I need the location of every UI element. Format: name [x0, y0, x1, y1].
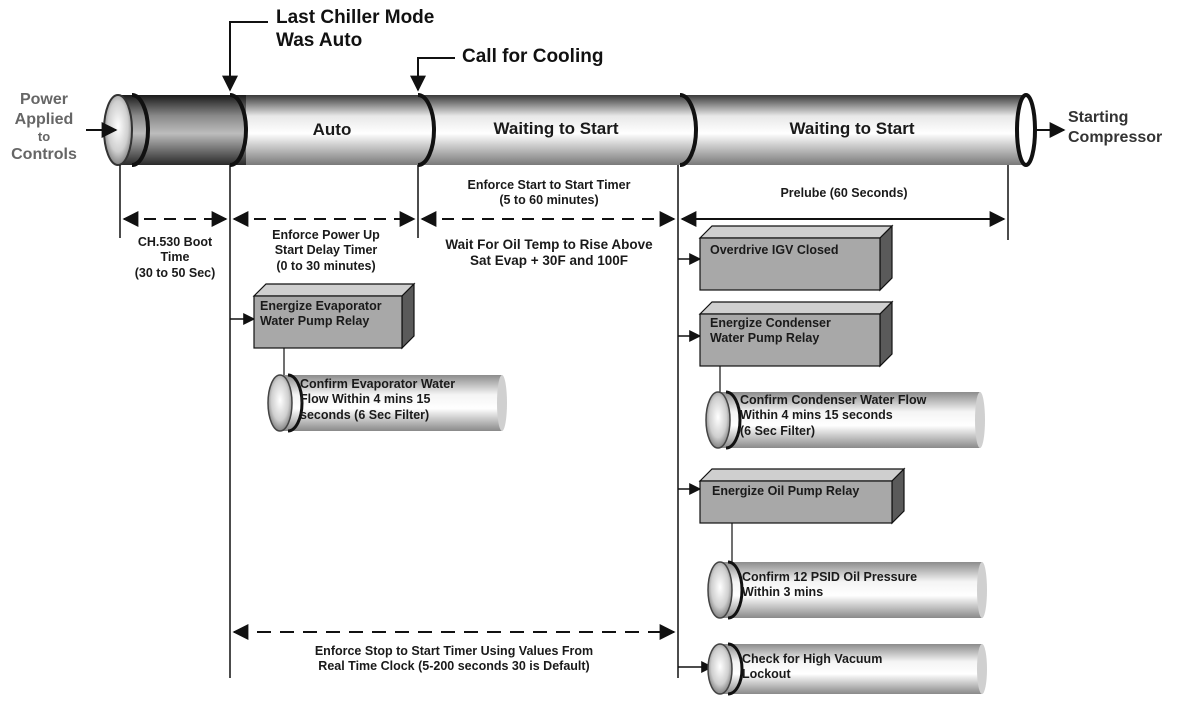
oil-temp-line: Sat Evap + 30F and 100F [470, 253, 628, 269]
boot-time-label: CH.530 Boot Time (30 to 50 Sec) [114, 235, 236, 281]
cond-flow-line: (6 Sec Filter) [740, 423, 816, 438]
stop-to-start-line: Enforce Stop to Start Timer Using Values… [314, 644, 594, 658]
cond-pump-line: Water Pump Relay [710, 331, 820, 346]
stop-to-start-line: Real Time Clock (5-200 seconds 30 is Def… [318, 659, 590, 674]
call-for-cooling-label: Call for Cooling [462, 46, 604, 67]
boot-line: (30 to 50 Sec) [134, 265, 216, 280]
evap-flow-label: Confirm Evaporator Water Flow Within 4 m… [300, 377, 455, 423]
evap-pump-label: Energize Evaporator Water Pump Relay [260, 299, 382, 330]
oil-pump-box [698, 467, 906, 525]
starting-label-line: Starting [1068, 109, 1129, 126]
evap-pump-line: Water Pump Relay [260, 314, 370, 329]
power-label-line: to [37, 129, 51, 145]
igv-box [698, 224, 894, 292]
start-to-start-line: (5 to 60 minutes) [499, 193, 599, 208]
last-mode-callout: Last Chiller Mode Was Auto [276, 6, 434, 52]
starting-label-line: Compressor [1068, 128, 1163, 146]
starting-compressor-label: Starting Compressor [1068, 108, 1162, 147]
power-label-line: Controls [11, 145, 77, 163]
power-label-line: Power [19, 91, 68, 108]
segment-waiting-2: Waiting to Start [789, 119, 915, 138]
vacuum-line: Check for High Vacuum [742, 652, 883, 666]
main-timeline-tube [103, 93, 1037, 167]
vacuum-label: Check for High Vacuum Lockout [742, 652, 882, 683]
segment-waiting-1: Waiting to Start [493, 119, 619, 138]
vacuum-line: Lockout [742, 667, 791, 682]
powerup-line: (0 to 30 minutes) [276, 258, 376, 273]
oil-temp-label: Wait For Oil Temp to Rise Above Sat Evap… [420, 237, 678, 270]
start-to-start-line: Enforce Start to Start Timer [467, 178, 631, 192]
stop-to-start-label: Enforce Stop to Start Timer Using Values… [230, 644, 678, 675]
cond-flow-line: Confirm Condenser Water Flow [740, 393, 927, 407]
powerup-line: Start Delay Timer [274, 243, 378, 258]
boot-line: Time [160, 250, 190, 265]
cond-flow-cylinder [705, 390, 985, 450]
last-mode-callout-arrow [222, 21, 268, 92]
start-to-start-label: Enforce Start to Start Timer (5 to 60 mi… [420, 178, 678, 209]
power-label-line: Applied [14, 110, 74, 128]
cond-pump-label: Energize Condenser Water Pump Relay [710, 316, 831, 347]
call-for-cooling-arrow [410, 57, 455, 92]
cond-flow-label: Confirm Condenser Water Flow Within 4 mi… [740, 393, 926, 439]
power-applied-label: Power Applied to Controls [2, 90, 86, 164]
evap-pump-line: Energize Evaporator [260, 299, 382, 313]
powerup-timer-label: Enforce Power Up Start Delay Timer (0 to… [236, 228, 416, 274]
boot-line: CH.530 Boot [137, 235, 213, 249]
evap-flow-line: seconds (6 Sec Filter) [300, 407, 430, 422]
segment-auto: Auto [312, 120, 352, 139]
igv-label: Overdrive IGV Closed [710, 243, 839, 257]
oil-pressure-line: Within 3 mins [742, 585, 824, 600]
powerup-line: Enforce Power Up [272, 228, 380, 242]
prelube-label: Prelube (60 Seconds) [780, 186, 908, 200]
vacuum-cylinder [707, 642, 987, 696]
oil-pressure-label: Confirm 12 PSID Oil Pressure Within 3 mi… [742, 570, 917, 601]
last-mode-line1: Last Chiller Mode [276, 7, 435, 28]
cond-flow-line: Within 4 mins 15 seconds [740, 408, 893, 423]
oil-pump-label: Energize Oil Pump Relay [712, 484, 860, 498]
cond-pump-box [698, 300, 894, 368]
evap-pump-box [252, 282, 416, 350]
cond-pump-line: Energize Condenser [710, 316, 831, 330]
oil-pressure-cylinder [707, 560, 987, 620]
evap-flow-line: Confirm Evaporator Water [300, 377, 456, 391]
evap-flow-cylinder [267, 373, 507, 433]
oil-temp-line: Wait For Oil Temp to Rise Above [445, 237, 653, 252]
oil-pressure-line: Confirm 12 PSID Oil Pressure [742, 570, 918, 584]
last-mode-line2: Was Auto [276, 30, 363, 52]
evap-flow-line: Flow Within 4 mins 15 [300, 392, 431, 407]
